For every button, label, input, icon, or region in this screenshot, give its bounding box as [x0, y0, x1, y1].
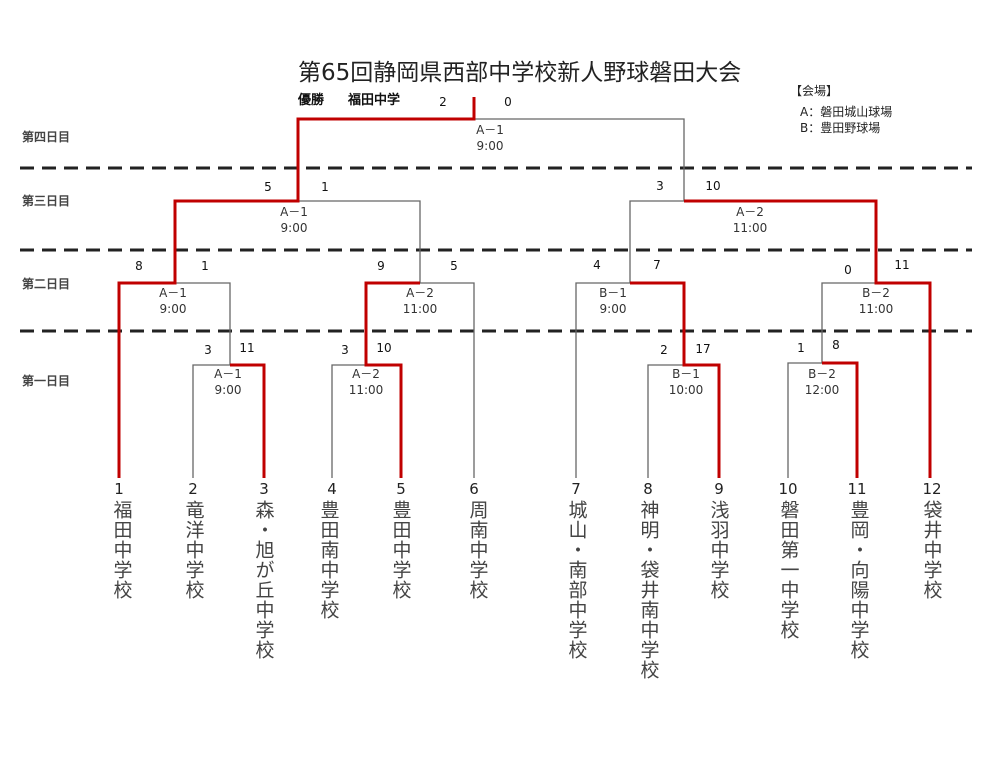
- score: 8: [135, 259, 143, 273]
- day-1-label: 第一日目: [22, 373, 70, 388]
- match-code: A－1: [476, 123, 504, 137]
- match-time: 9:00: [160, 302, 187, 316]
- day-3-label: 第三日目: [22, 193, 70, 208]
- team-name: 浅羽中学校: [707, 500, 730, 600]
- match-code: A－1: [280, 205, 308, 219]
- team-name: 豊田中学校: [389, 500, 412, 600]
- bracket-lines: [119, 118, 930, 478]
- score: 10: [705, 179, 720, 193]
- score: 5: [450, 259, 458, 273]
- match-time: 10:00: [669, 383, 704, 397]
- team-name: 豊岡・向陽中学校: [847, 500, 870, 660]
- score: 10: [376, 341, 391, 355]
- score: 3: [341, 343, 349, 357]
- day-2-label: 第二日目: [22, 276, 70, 291]
- venue-a: A：磐田城山球場: [800, 105, 892, 119]
- score: 1: [201, 259, 209, 273]
- score: 0: [844, 263, 852, 277]
- team-number: 3: [259, 480, 269, 498]
- team-name: 福田中学校: [110, 500, 133, 600]
- match-time: 12:00: [805, 383, 840, 397]
- team-number: 10: [778, 480, 797, 498]
- team-number: 2: [188, 480, 198, 498]
- match-code: B－1: [672, 367, 700, 381]
- winner-lines: [117, 97, 932, 478]
- page-title: 第65回静岡県西部中学校新人野球磐田大会: [298, 60, 741, 86]
- team-name: 豊田南中学校: [317, 500, 340, 620]
- score: 1: [797, 341, 805, 355]
- team-name: 森・旭が丘中学校: [252, 500, 275, 660]
- score: 11: [239, 341, 254, 355]
- score: 9: [377, 259, 385, 273]
- score: 2: [439, 95, 447, 109]
- score: 1: [321, 180, 329, 194]
- match-time: 11:00: [403, 302, 438, 316]
- team-number: 9: [714, 480, 724, 498]
- score: 11: [894, 258, 909, 272]
- score: 2: [660, 343, 668, 357]
- match-code: A－2: [406, 286, 434, 300]
- venue-header: 【会場】: [790, 84, 838, 98]
- score: 3: [204, 343, 212, 357]
- team-name: 神明・袋井南中学校: [637, 500, 660, 680]
- team-name: 城山・南部中学校: [565, 500, 588, 660]
- score: 17: [695, 342, 710, 356]
- team-name: 磐田第一中学校: [777, 500, 800, 640]
- team-number: 7: [571, 480, 581, 498]
- team-number: 8: [643, 480, 653, 498]
- match-code: B－1: [599, 286, 627, 300]
- match-time: 11:00: [859, 302, 894, 316]
- team-number: 6: [469, 480, 479, 498]
- team-name: 竜洋中学校: [182, 500, 205, 600]
- match-code: A－2: [736, 205, 764, 219]
- team-number: 1: [114, 480, 124, 498]
- champion-team: 福田中学: [347, 92, 400, 108]
- score: 7: [653, 258, 661, 272]
- day-4-label: 第四日目: [22, 129, 70, 144]
- team-number: 5: [396, 480, 406, 498]
- score: 3: [656, 179, 664, 193]
- match-time: 9:00: [281, 221, 308, 235]
- score: 4: [593, 258, 601, 272]
- match-time: 9:00: [600, 302, 627, 316]
- team-name: 周南中学校: [466, 500, 489, 600]
- venue-b: B：豊田野球場: [800, 121, 880, 135]
- match-code: A－1: [159, 286, 187, 300]
- match-time: 11:00: [349, 383, 384, 397]
- score: 5: [264, 180, 272, 194]
- team-name: 袋井中学校: [920, 500, 943, 600]
- match-code: B－2: [808, 367, 836, 381]
- team-number: 11: [847, 480, 866, 498]
- score: 8: [832, 338, 840, 352]
- match-code: A－2: [352, 367, 380, 381]
- match-time: 11:00: [733, 221, 768, 235]
- match-time: 9:00: [215, 383, 242, 397]
- match-code: A－1: [214, 367, 242, 381]
- match-time: 9:00: [477, 139, 504, 153]
- team-number: 4: [327, 480, 337, 498]
- team-number: 12: [922, 480, 941, 498]
- champion-label: 優勝: [297, 92, 325, 108]
- score: 0: [504, 95, 512, 109]
- match-code: B－2: [862, 286, 890, 300]
